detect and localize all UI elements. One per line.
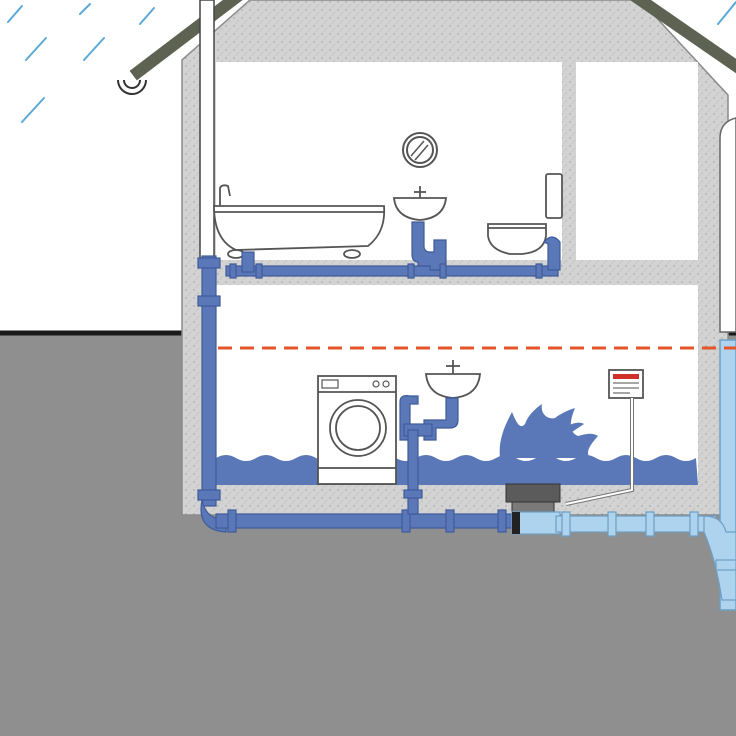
upper-drain-pipes (225, 221, 561, 279)
pump-icon (505, 483, 561, 535)
roof-icon (129, 0, 736, 81)
sink-icon (393, 186, 447, 221)
washing-machine-icon (317, 375, 397, 485)
downspout-pipe (199, 0, 215, 259)
sewer-pipe-icon (555, 511, 736, 601)
rain-icon (7, 1, 736, 123)
basement-drain-pipes (399, 395, 459, 515)
upper-side-room (576, 62, 698, 260)
mirror-icon (402, 132, 438, 168)
gutter-icon (117, 79, 147, 95)
bathtub-icon (213, 184, 386, 259)
sink-icon (425, 360, 481, 399)
control-box-icon (565, 369, 644, 506)
main-stack-pipe (197, 255, 517, 533)
